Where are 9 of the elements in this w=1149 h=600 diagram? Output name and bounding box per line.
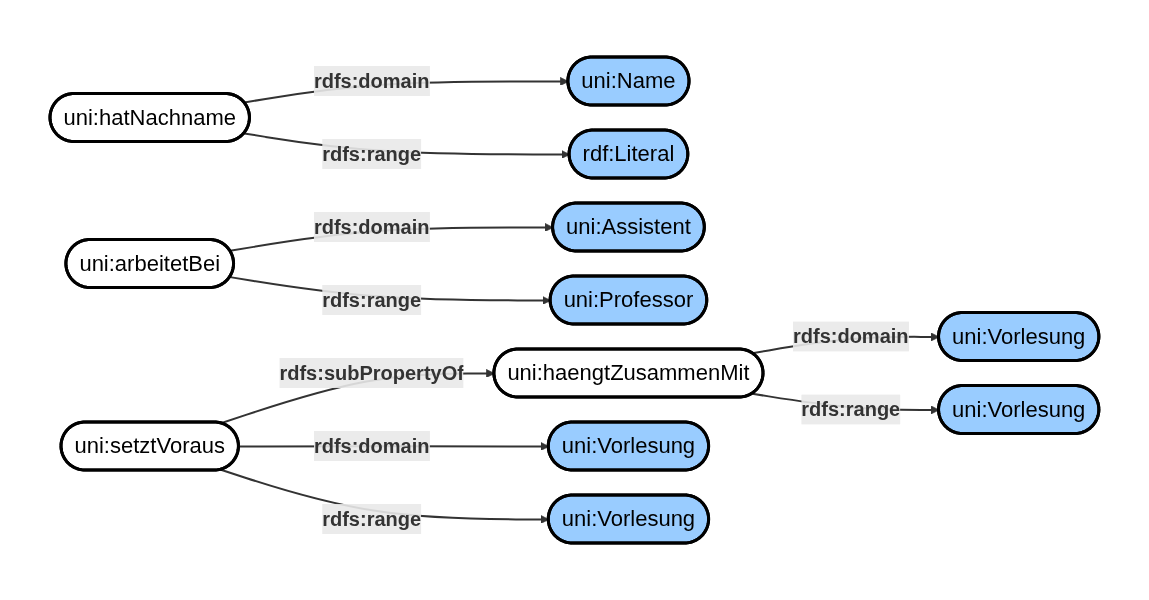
edge-label: rdfs:range [322,143,422,165]
edge-label: rdfs:range [322,507,422,530]
edge-label: rdfs:domain [793,325,909,348]
edge-label: rdfs:range [322,288,422,311]
edge-label: rdfs:domain [313,434,430,457]
edge-label: rdfs:domain [313,215,430,238]
edge-label: rdfs:range [801,398,901,421]
edge-label: rdfs:subPropertyOf [279,361,464,384]
edge-label: rdfs:domain [313,70,430,92]
